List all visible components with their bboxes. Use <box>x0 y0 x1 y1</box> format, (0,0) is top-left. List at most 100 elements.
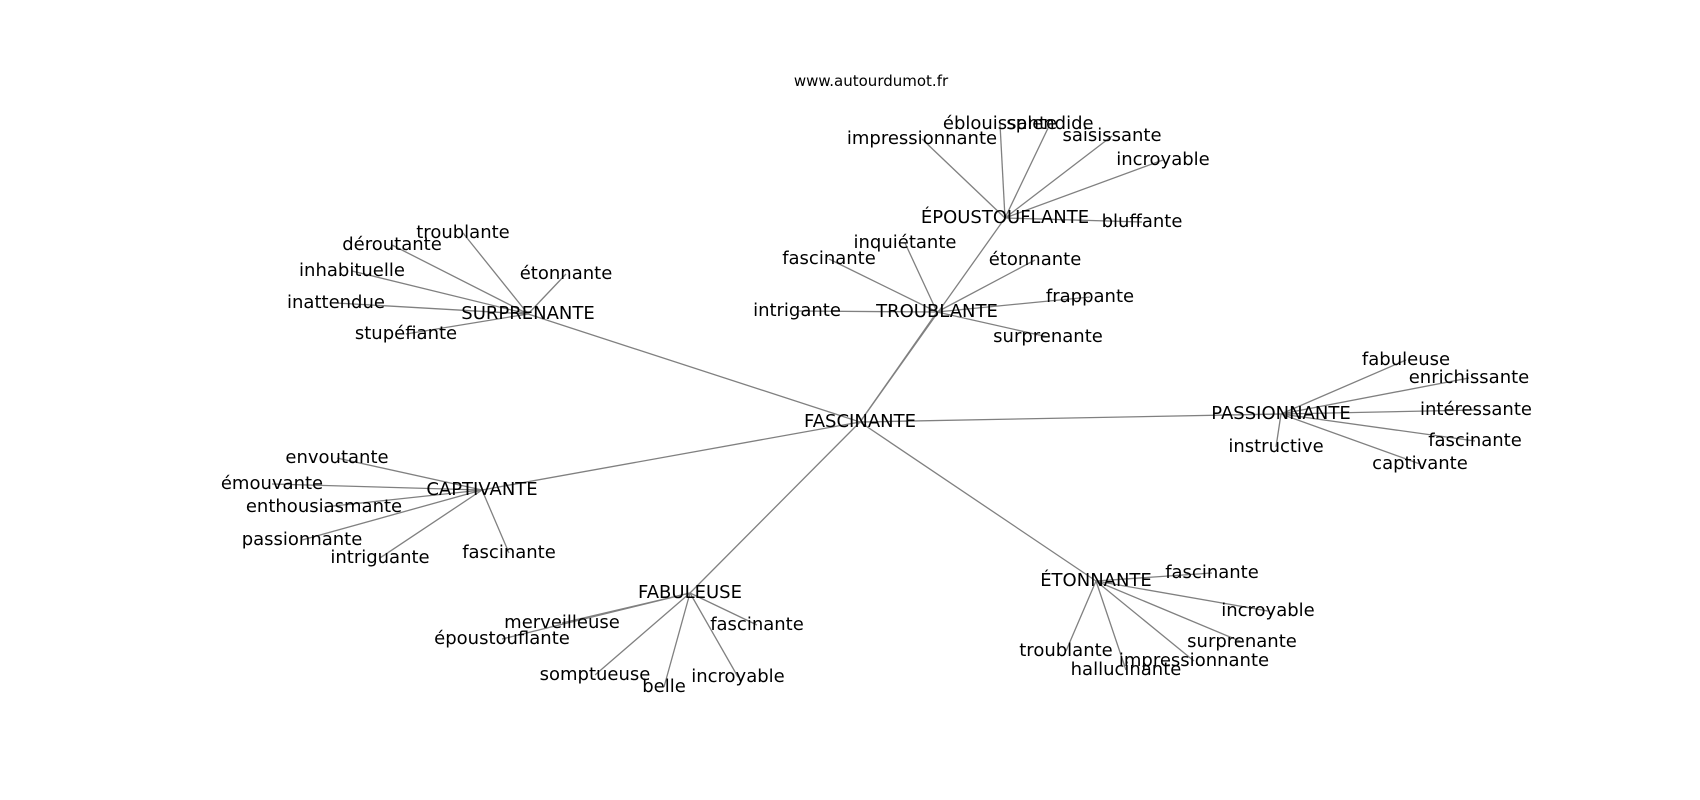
hub-node: PASSIONNANTE <box>1211 403 1350 424</box>
leaf-word: fascinante <box>710 614 804 635</box>
leaf-word: stupéfiante <box>355 323 457 344</box>
edge-hub-to-word <box>936 259 1036 313</box>
edge-hub-to-word <box>1065 580 1097 652</box>
hub-node: CAPTIVANTE <box>426 479 537 500</box>
edge-hub-to-word <box>1095 580 1269 612</box>
edge-hub-to-word <box>336 457 483 491</box>
edge-hub-to-word <box>501 592 691 640</box>
edge-hub-to-word <box>391 244 529 315</box>
edge-hub-to-word <box>1004 135 1113 219</box>
leaf-word: intriguante <box>330 547 429 568</box>
edge-hub-to-word <box>335 302 529 315</box>
leaf-word: enthousiasmante <box>246 496 402 517</box>
leaf-word: étonnante <box>520 263 613 284</box>
leaf-word: fascinante <box>1428 430 1522 451</box>
edge-hub-to-word <box>1280 359 1407 415</box>
leaf-word: merveilleuse <box>504 612 620 633</box>
hub-node: FABULEUSE <box>638 582 742 603</box>
edge-hub-to-word <box>689 592 758 626</box>
edge-hub-to-word <box>1280 377 1470 415</box>
edge-center-to-hub <box>859 421 1097 582</box>
edge-hub-to-word <box>1095 580 1243 643</box>
leaf-word: hallucinante <box>1071 659 1182 680</box>
edge-hub-to-word <box>1280 413 1421 465</box>
leaf-word: passionnante <box>242 529 363 550</box>
leaf-word: frappante <box>1046 286 1134 307</box>
edge-hub-to-word <box>796 310 938 313</box>
edge-hub-to-word <box>1280 413 1476 442</box>
edge-center-to-hub <box>859 413 1282 423</box>
edge-hub-to-word <box>351 270 529 315</box>
leaf-word: époustouflante <box>434 628 570 649</box>
leaf-word: somptueuse <box>540 664 651 685</box>
leaf-word: saisissante <box>1062 125 1161 146</box>
leaf-word: intéressante <box>1420 399 1532 420</box>
edge-hub-to-word <box>1095 580 1195 662</box>
leaf-word: fascinante <box>462 542 556 563</box>
edge-hub-to-word <box>462 232 529 315</box>
edge-hub-to-word <box>405 313 529 335</box>
graph-edges <box>271 123 1477 688</box>
leaf-word: inhabituelle <box>299 260 405 281</box>
leaf-word: inattendue <box>287 292 385 313</box>
edge-hub-to-word <box>301 489 483 541</box>
leaf-word: fascinante <box>782 248 876 269</box>
leaf-word: fascinante <box>1165 562 1259 583</box>
edge-hub-to-word <box>936 296 1091 313</box>
leaf-word: incroyable <box>691 666 785 687</box>
edge-hub-to-word <box>904 242 938 313</box>
leaf-word: surprenante <box>993 326 1103 347</box>
hub-node: SURPRENANTE <box>461 303 594 324</box>
edge-center-to-hub <box>859 311 938 423</box>
leaf-word: intrigante <box>753 300 841 321</box>
leaf-word: troublante <box>416 222 509 243</box>
edge-hub-to-word <box>1280 409 1477 415</box>
edge-center-to-hub <box>689 421 861 594</box>
edge-hub-to-word <box>481 489 510 554</box>
leaf-word: émouvante <box>221 473 323 494</box>
leaf-word: splendide <box>1006 113 1093 134</box>
edge-hub-to-word <box>1095 580 1127 671</box>
graph-labels: FASCINANTEÉPOUSTOUFLANTEimpressionnanteé… <box>221 113 1532 697</box>
leaf-word: instructive <box>1228 436 1323 457</box>
leaf-word: envoutante <box>285 447 388 468</box>
edge-hub-to-word <box>936 311 1049 338</box>
hub-node: ÉPOUSTOUFLANTE <box>921 206 1089 228</box>
leaf-word: bluffante <box>1102 211 1183 232</box>
hub-node: TROUBLANTE <box>875 301 998 322</box>
leaf-word: enrichissante <box>1409 367 1530 388</box>
edge-hub-to-word <box>594 592 691 676</box>
leaf-word: incroyable <box>1221 600 1315 621</box>
edge-hub-to-word <box>1095 572 1213 582</box>
leaf-word: fabuleuse <box>1362 349 1450 370</box>
edge-hub-to-word <box>271 483 483 491</box>
leaf-word: belle <box>642 676 686 697</box>
leaf-word: déroutante <box>342 234 442 255</box>
edge-hub-to-word <box>689 592 739 678</box>
leaf-word: captivante <box>1372 453 1468 474</box>
leaf-word: inquiétante <box>854 232 957 253</box>
edge-hub-to-word <box>323 489 483 508</box>
edge-hub-to-word <box>921 138 1006 219</box>
leaf-word: troublante <box>1019 640 1112 661</box>
leaf-word: surprenante <box>1187 631 1297 652</box>
leaf-word: impressionnante <box>847 128 997 149</box>
edge-hub-to-word <box>999 123 1006 219</box>
edge-hub-to-word <box>527 273 567 315</box>
edge-hub-to-word <box>828 258 938 313</box>
edge-center-to-hub <box>481 421 861 491</box>
leaf-word: impressionnante <box>1119 650 1269 671</box>
edge-hub-to-word <box>1275 413 1282 448</box>
leaf-word: éblouissante <box>943 113 1057 134</box>
edge-hub-to-word <box>1004 217 1143 223</box>
center-node: FASCINANTE <box>804 411 916 432</box>
source-label: www.autourdumot.fr <box>793 72 949 90</box>
leaf-word: étonnante <box>989 249 1082 270</box>
edge-center-to-hub <box>527 313 861 423</box>
edge-hub-to-word <box>1004 159 1164 219</box>
edge-hub-to-word <box>663 592 691 688</box>
leaf-word: incroyable <box>1116 149 1210 170</box>
edge-hub-to-word <box>379 489 483 559</box>
hub-node: ÉTONNANTE <box>1040 569 1152 591</box>
